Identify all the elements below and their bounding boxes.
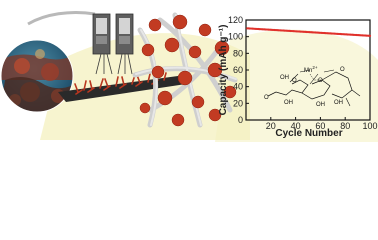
fiber-network <box>132 12 238 128</box>
series-points <box>246 27 372 37</box>
x-tick-label: 40 <box>291 121 301 131</box>
hydroxyl-label-1: OH <box>280 75 289 81</box>
y-tick-label: 40 <box>233 82 243 92</box>
y-tick-label: 100 <box>228 32 243 42</box>
hydroxyl-label-4: OH <box>334 100 343 106</box>
y-tick-label: 60 <box>233 65 243 75</box>
x-tick-label: 20 <box>266 121 276 131</box>
battery-cells <box>92 13 134 75</box>
y-axis-title: Capacity (mAh g⁻¹) <box>218 25 229 116</box>
y-axis-ticks: 0 20 40 60 80 100 120 <box>228 15 249 125</box>
metal-ion-label: Mn2+ <box>304 65 318 74</box>
x-tick-label: 80 <box>340 121 350 131</box>
hydroxyl-label-2: OH <box>284 100 293 106</box>
x-tick-label: 100 <box>362 121 377 131</box>
y-tick-label: 20 <box>233 98 243 108</box>
graphical-abstract: 0 20 40 60 80 100 120 20 40 60 80 100 Mn2+ OH OH O… <box>0 10 378 142</box>
photo-border <box>0 39 74 113</box>
seaweed-photo <box>1 40 73 112</box>
ring-oxygen-1: O <box>264 95 269 101</box>
hydroxyl-label-3: OH <box>316 102 325 108</box>
ring-oxygen-3: O <box>318 78 323 84</box>
x-axis-ticks: 20 40 60 80 100 <box>266 117 378 131</box>
alginate-structure: Mn2+ OH OH OH OH O O O O <box>264 65 361 108</box>
swoosh-arrow <box>27 10 96 26</box>
x-tick-label: 60 <box>315 121 325 131</box>
y-tick-label: 120 <box>228 15 243 25</box>
y-tick-label: 80 <box>233 48 243 58</box>
data-point <box>368 34 372 37</box>
x-axis-title: Cycle Number <box>275 128 342 139</box>
capacity-chart: 0 20 40 60 80 100 120 20 40 60 80 100 Mn2+ OH OH O… <box>218 15 378 139</box>
ring-oxygen-2: O <box>292 78 297 84</box>
ring-oxygen-4: O <box>340 67 345 73</box>
y-tick-label: 0 <box>238 115 243 125</box>
